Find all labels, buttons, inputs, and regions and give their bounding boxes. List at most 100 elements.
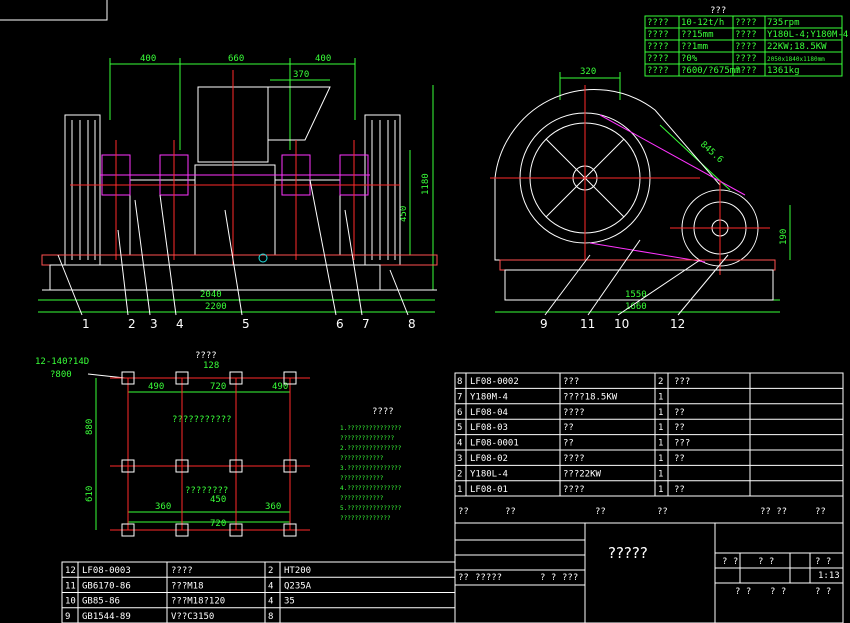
parts-cell: ???? [563, 408, 585, 418]
spec-cell: ?0% [681, 54, 698, 64]
parts-bottom-cell: 9 [65, 612, 70, 622]
parts-cell: 1 [658, 485, 663, 495]
note-line: ??????????????? [340, 435, 395, 442]
side-dim-top: 320 [580, 67, 596, 77]
parts-cell: Y180L-4 [470, 469, 508, 479]
spec-cell: ???? [647, 18, 669, 28]
foundation-dim-3: 490 [272, 382, 288, 392]
parts-cell: 5 [457, 423, 462, 433]
drawing-title: ????? [608, 544, 648, 562]
parts-cell: ???22KW [563, 469, 602, 479]
spec-cell: ??15mm [681, 30, 714, 40]
balloon-3: 3 [150, 317, 158, 331]
parts-cell: LF08-04 [470, 408, 508, 418]
tb-sign-4: ??? [562, 573, 578, 583]
spec-cell: 1361kg [767, 66, 800, 76]
parts-bottom-cell: 8 [268, 612, 273, 622]
foundation-dim-top: 128 [203, 361, 219, 371]
balloon-1: 1 [82, 317, 90, 331]
tb-scale-label-2: ? ? [758, 557, 774, 567]
tb-sheet-1: ? ? [735, 587, 751, 597]
front-view: 400 660 370 400 1180 450 2040 2200 [38, 54, 438, 331]
parts-cell: 1 [658, 454, 663, 464]
parts-bottom-cell: HT200 [284, 566, 311, 576]
parts-bottom-cell: LF08-0003 [82, 566, 131, 576]
parts-bottom-cell: 11 [65, 581, 76, 591]
parts-cell: ????18.5KW [563, 392, 618, 402]
foundation-dim-b1: 360 [155, 502, 171, 512]
note-line: 5.??????????????? [340, 505, 402, 512]
parts-bottom-cell: ???? [171, 566, 193, 576]
spec-table: ??? ????10-12t/h????735rpm??????15mm????… [644, 6, 848, 77]
frame-corner [0, 0, 108, 21]
front-dim-2: 660 [228, 54, 244, 64]
tb-sheet-2: ? ? [770, 587, 786, 597]
foundation-dim-b2: 450 [210, 495, 226, 505]
spec-cell: ?600/?675mm [681, 66, 741, 76]
parts-bottom-cell: ???M18 [171, 581, 204, 591]
parts-bottom-cell: 4 [268, 597, 273, 607]
spec-cell: ???? [735, 30, 757, 40]
foundation-plan: ???? 12-140?14D ?800 128 490 720 490 880… [35, 351, 310, 537]
parts-header-cell: ?? [815, 507, 826, 517]
spec-cell: 2050x1840x1180mm [767, 56, 825, 63]
foundation-center-label: ??????????? [172, 415, 232, 425]
spec-cell: ???? [735, 54, 757, 64]
spec-cell: ???? [647, 54, 669, 64]
parts-cell: 1 [658, 392, 663, 402]
balloon-6: 6 [336, 317, 344, 331]
balloon-5: 5 [242, 317, 250, 331]
parts-bottom-cell: 10 [65, 597, 76, 607]
front-dim-height: 1180 [421, 173, 431, 195]
tb-scale-label-3: ? ? [815, 557, 831, 567]
parts-cell: Y180M-4 [470, 392, 508, 402]
bolt-note: 12-140?14D [35, 357, 89, 367]
spec-cell: ???? [735, 66, 757, 76]
balloon-7: 7 [362, 317, 370, 331]
note-line: ???????????? [340, 495, 384, 502]
parts-cell: LF08-03 [470, 423, 508, 433]
tb-sign-1: ?? [458, 573, 469, 583]
foundation-title: ???? [195, 351, 217, 361]
parts-bottom-cell: 4 [268, 581, 273, 591]
foundation-dim-b3: 360 [265, 502, 281, 512]
balloon-4: 4 [176, 317, 184, 331]
tb-sheet-3: ? ? [815, 587, 831, 597]
parts-cell: ??? [674, 377, 690, 387]
spec-cell: Y180L-4;Y180M-4 [767, 30, 848, 40]
side-dim-bottom-2: 1660 [625, 302, 647, 312]
front-dim-1: 400 [140, 54, 156, 64]
balloon-12: 12 [670, 317, 685, 331]
note-line: 4.??????????????? [340, 485, 402, 492]
parts-header-cell: ?? [595, 507, 606, 517]
parts-header-cell: ?? [458, 507, 469, 517]
balloon-9: 9 [540, 317, 548, 331]
front-dim-3: 370 [293, 70, 309, 80]
parts-cell: LF08-0002 [470, 377, 519, 387]
parts-cell: 2 [457, 469, 462, 479]
parts-bottom-cell: 35 [284, 597, 295, 607]
parts-cell: ??? [563, 377, 579, 387]
side-dim-bottom-1: 1550 [625, 290, 647, 300]
balloon-11: 11 [580, 317, 595, 331]
foundation-dim-left-2: 610 [85, 486, 95, 502]
parts-bottom-cell: ???M18?120 [171, 597, 225, 607]
side-dim-diag: 845.6 [698, 140, 725, 166]
foundation-dim-bottom-total: 720 [210, 519, 226, 529]
spec-cell: ???? [735, 42, 757, 52]
parts-bottom-cell: Q235A [284, 581, 312, 591]
front-dim-bottom-2: 2200 [205, 302, 227, 312]
spec-cell: ???? [735, 18, 757, 28]
technical-notes: ???? 1.??????????????????????????????2.?… [340, 407, 402, 522]
parts-bottom-cell: V??C3150 [171, 612, 214, 622]
side-view: 320 845.6 190 1550 1660 [490, 67, 791, 331]
parts-cell: ???? [563, 454, 585, 464]
front-dim-mid: 450 [399, 206, 409, 222]
parts-cell: ?? [674, 423, 685, 433]
spec-cell: 22KW;18.5KW [767, 42, 827, 52]
foundation-dim-1: 490 [148, 382, 164, 392]
spec-cell: 10-12t/h [681, 18, 724, 28]
parts-cell: LF08-01 [470, 485, 508, 495]
